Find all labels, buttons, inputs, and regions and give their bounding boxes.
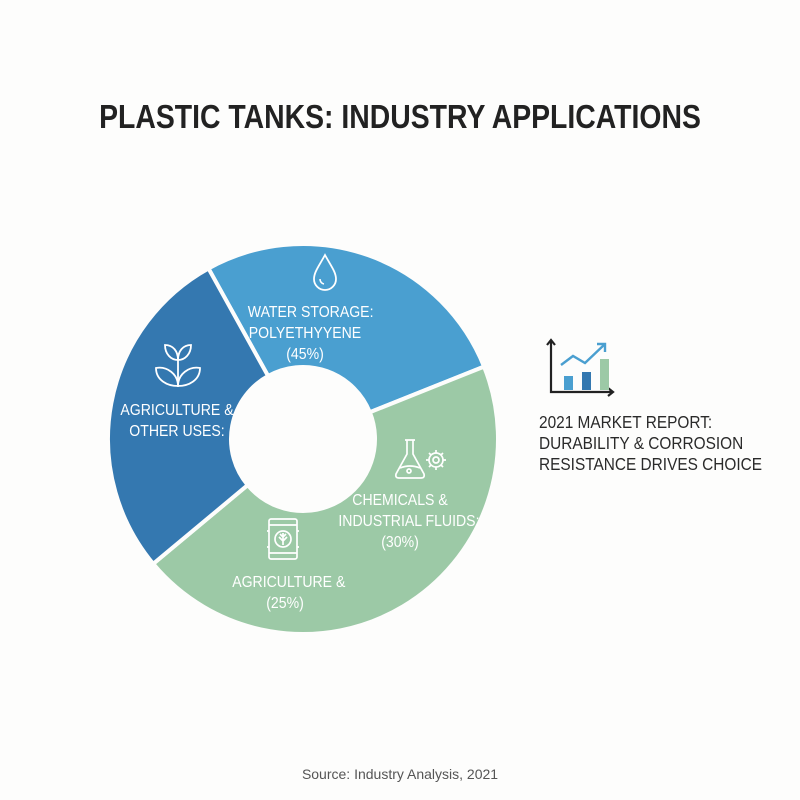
label-chemicals: CHEMICALS & INDUSTRIAL FLUIDS: (30%) xyxy=(338,490,480,553)
donut-slice-0 xyxy=(205,242,487,415)
donut-slice-2 xyxy=(106,265,271,567)
note-line: RESISTANCE DRIVES CHOICE xyxy=(539,454,763,474)
label-line: WATER STORAGE: xyxy=(247,304,374,321)
label-line: (30%) xyxy=(381,534,419,551)
label-line: OTHER USES: xyxy=(129,423,225,440)
label-line: CHEMICALS & xyxy=(352,492,448,509)
label-line: (25%) xyxy=(266,595,304,612)
label-water-storage: WATER STORAGE: POLYETHYYENE (45%) xyxy=(247,302,374,365)
sprout-icon xyxy=(155,344,201,387)
note-line: DURABILITY & CORROSION xyxy=(539,433,744,453)
flask-gear-icon xyxy=(394,439,446,479)
label-line: AGRICULTURE & xyxy=(120,402,234,419)
donut-slice-1 xyxy=(150,363,500,636)
label-line: POLYETHYYENE xyxy=(248,325,362,342)
water-drop-icon xyxy=(313,253,337,291)
note-line: 2021 MARKET REPORT: xyxy=(539,412,713,432)
label-line: (45%) xyxy=(286,346,324,363)
growth-chart-icon xyxy=(546,338,615,397)
barrel-icon xyxy=(267,518,299,560)
source-caption: Source: Industry Analysis, 2021 xyxy=(301,766,499,782)
label-line: INDUSTRIAL FLUIDS: xyxy=(338,513,480,530)
label-line: AGRICULTURE & xyxy=(232,574,346,591)
market-report-note: 2021 MARKET REPORT: DURABILITY & CORROSI… xyxy=(539,412,762,475)
chart-title: PLASTIC TANKS: INDUSTRY APPLICATIONS xyxy=(99,98,701,135)
label-agriculture: AGRICULTURE & (25%) xyxy=(232,572,346,614)
label-agriculture-other: AGRICULTURE & OTHER USES: xyxy=(120,400,234,442)
